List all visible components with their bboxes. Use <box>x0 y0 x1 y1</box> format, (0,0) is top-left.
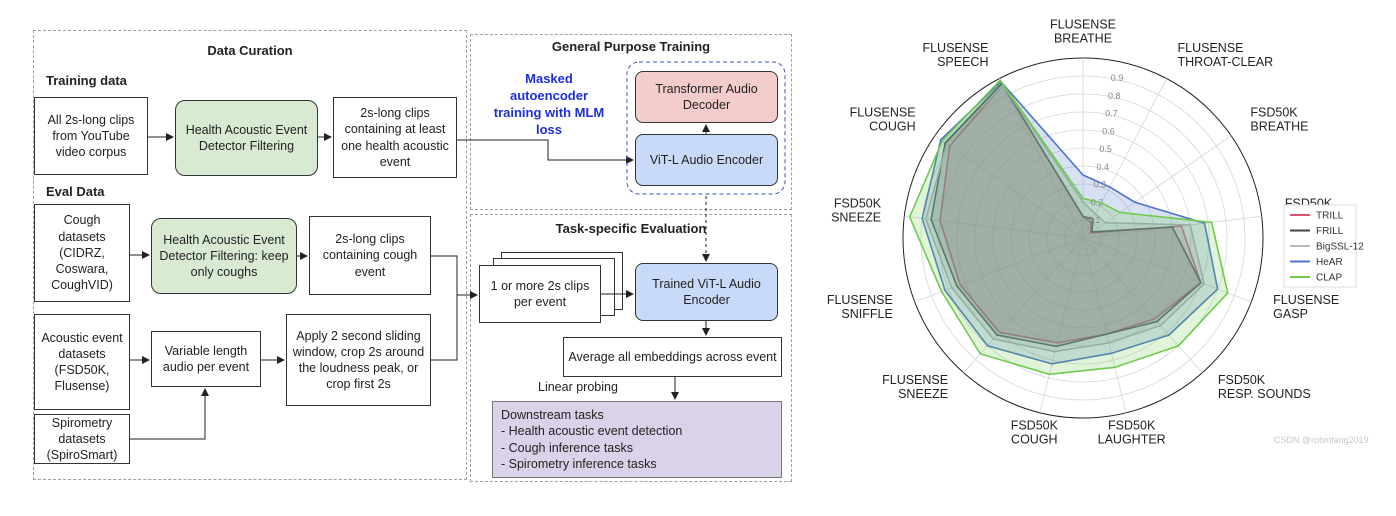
downstream-line-0: Downstream tasks <box>501 407 604 422</box>
general-training-panel: General Purpose Training <box>470 34 792 210</box>
train-detector-box: Health Acoustic Event Detector Filtering <box>175 100 318 176</box>
radar-spoke <box>1082 135 1232 239</box>
acoustic-datasets-box: Acoustic event datasets (FSD50K, Flusens… <box>34 314 130 410</box>
radar-series <box>908 78 1229 376</box>
windowing-box: Apply 2 second sliding window, crop 2s a… <box>286 314 431 406</box>
radar-grid <box>902 57 1264 419</box>
radar-spoke <box>963 237 1084 373</box>
radar-tick-label: 0.3 <box>1094 180 1107 190</box>
train-output-box: 2s-long clips containing at least one he… <box>333 97 457 178</box>
radar-spoke <box>904 215 1084 239</box>
cough-output-box: 2s-long clips containing cough event <box>309 216 431 295</box>
general-training-title: General Purpose Training <box>551 39 711 54</box>
radar-tick-label: 0.6 <box>1102 126 1115 136</box>
training-data-heading: Training data <box>46 73 127 88</box>
radar-spoke <box>914 237 1084 303</box>
radar-tick-label: 0.8 <box>1108 91 1121 101</box>
decoder-box: Transformer Audio Decoder <box>635 71 778 123</box>
connector-lines <box>130 61 786 440</box>
downstream-line-1: - Health acoustic event detection <box>501 424 683 438</box>
spiro-datasets-box: Spirometry datasets (SpiroSmart) <box>34 414 130 464</box>
variable-length-box: Variable length audio per event <box>151 331 261 387</box>
average-box: Average all embeddings across event <box>563 337 782 377</box>
mlm-note: Masked autoencoder training with MLM los… <box>493 71 605 137</box>
legend-entry: TRILL <box>1316 211 1344 222</box>
radar-tick-label: 0.1 <box>1088 215 1101 225</box>
radar-tick-label: 0.7 <box>1105 109 1118 119</box>
legend-entry: CLAP <box>1316 273 1342 284</box>
radar-spoke <box>934 135 1084 239</box>
radar-tick-label: 0.9 <box>1111 73 1124 83</box>
radar-tick-label: 0.4 <box>1096 162 1109 172</box>
encoder-box: ViT-L Audio Encoder <box>635 134 778 186</box>
radar-spoke <box>998 78 1084 239</box>
cough-datasets-box: Cough datasets (CIDRZ, Coswara, CoughVID… <box>34 204 130 302</box>
radar-spoke <box>1082 78 1168 239</box>
radar-tick-label: 0.5 <box>1099 144 1112 154</box>
downstream-line-2: - Cough inference tasks <box>501 440 634 455</box>
linear-probing-label: Linear probing <box>538 380 618 394</box>
radar-spoke <box>1039 237 1084 413</box>
data-curation-title: Data Curation <box>207 43 293 58</box>
watermark: CSDN @robinfang2019 <box>1274 435 1369 445</box>
task-eval-title: Task-specific Evaluation <box>555 221 707 236</box>
cough-detector-box: Health Acoustic Event Detector Filtering… <box>151 218 297 294</box>
legend-entry: BigSSL-12 <box>1316 242 1364 253</box>
legend-entry: FRILL <box>1316 226 1344 237</box>
radar-series-bigssl-12 <box>924 83 1206 353</box>
data-curation-panel: Data Curation <box>33 30 467 480</box>
legend-entry: HeAR <box>1316 257 1343 268</box>
trained-encoder-box: Trained ViT-L Audio Encoder <box>635 263 778 321</box>
downstream-line-3: - Spirometry inference tasks <box>501 457 657 471</box>
downstream-box: Downstream tasks - Health acoustic event… <box>492 401 782 478</box>
radar-series-clap <box>908 78 1229 376</box>
eval-data-heading: Eval Data <box>46 184 105 199</box>
radar-spoke <box>1082 237 1127 413</box>
radar-spoke <box>1082 237 1252 303</box>
clips-box: 1 or more 2s clips per event <box>479 265 601 323</box>
task-eval-panel: Task-specific Evaluation <box>470 214 792 482</box>
train-source-box: All 2s-long clips from YouTube video cor… <box>34 97 148 175</box>
radar-tick-labels: 0.1 0.2 0.3 0.4 0.5 0.6 0.7 0.8 0.9 <box>1088 73 1123 225</box>
radar-spoke <box>1082 237 1203 373</box>
radar-tick-label: 0.2 <box>1091 197 1104 207</box>
